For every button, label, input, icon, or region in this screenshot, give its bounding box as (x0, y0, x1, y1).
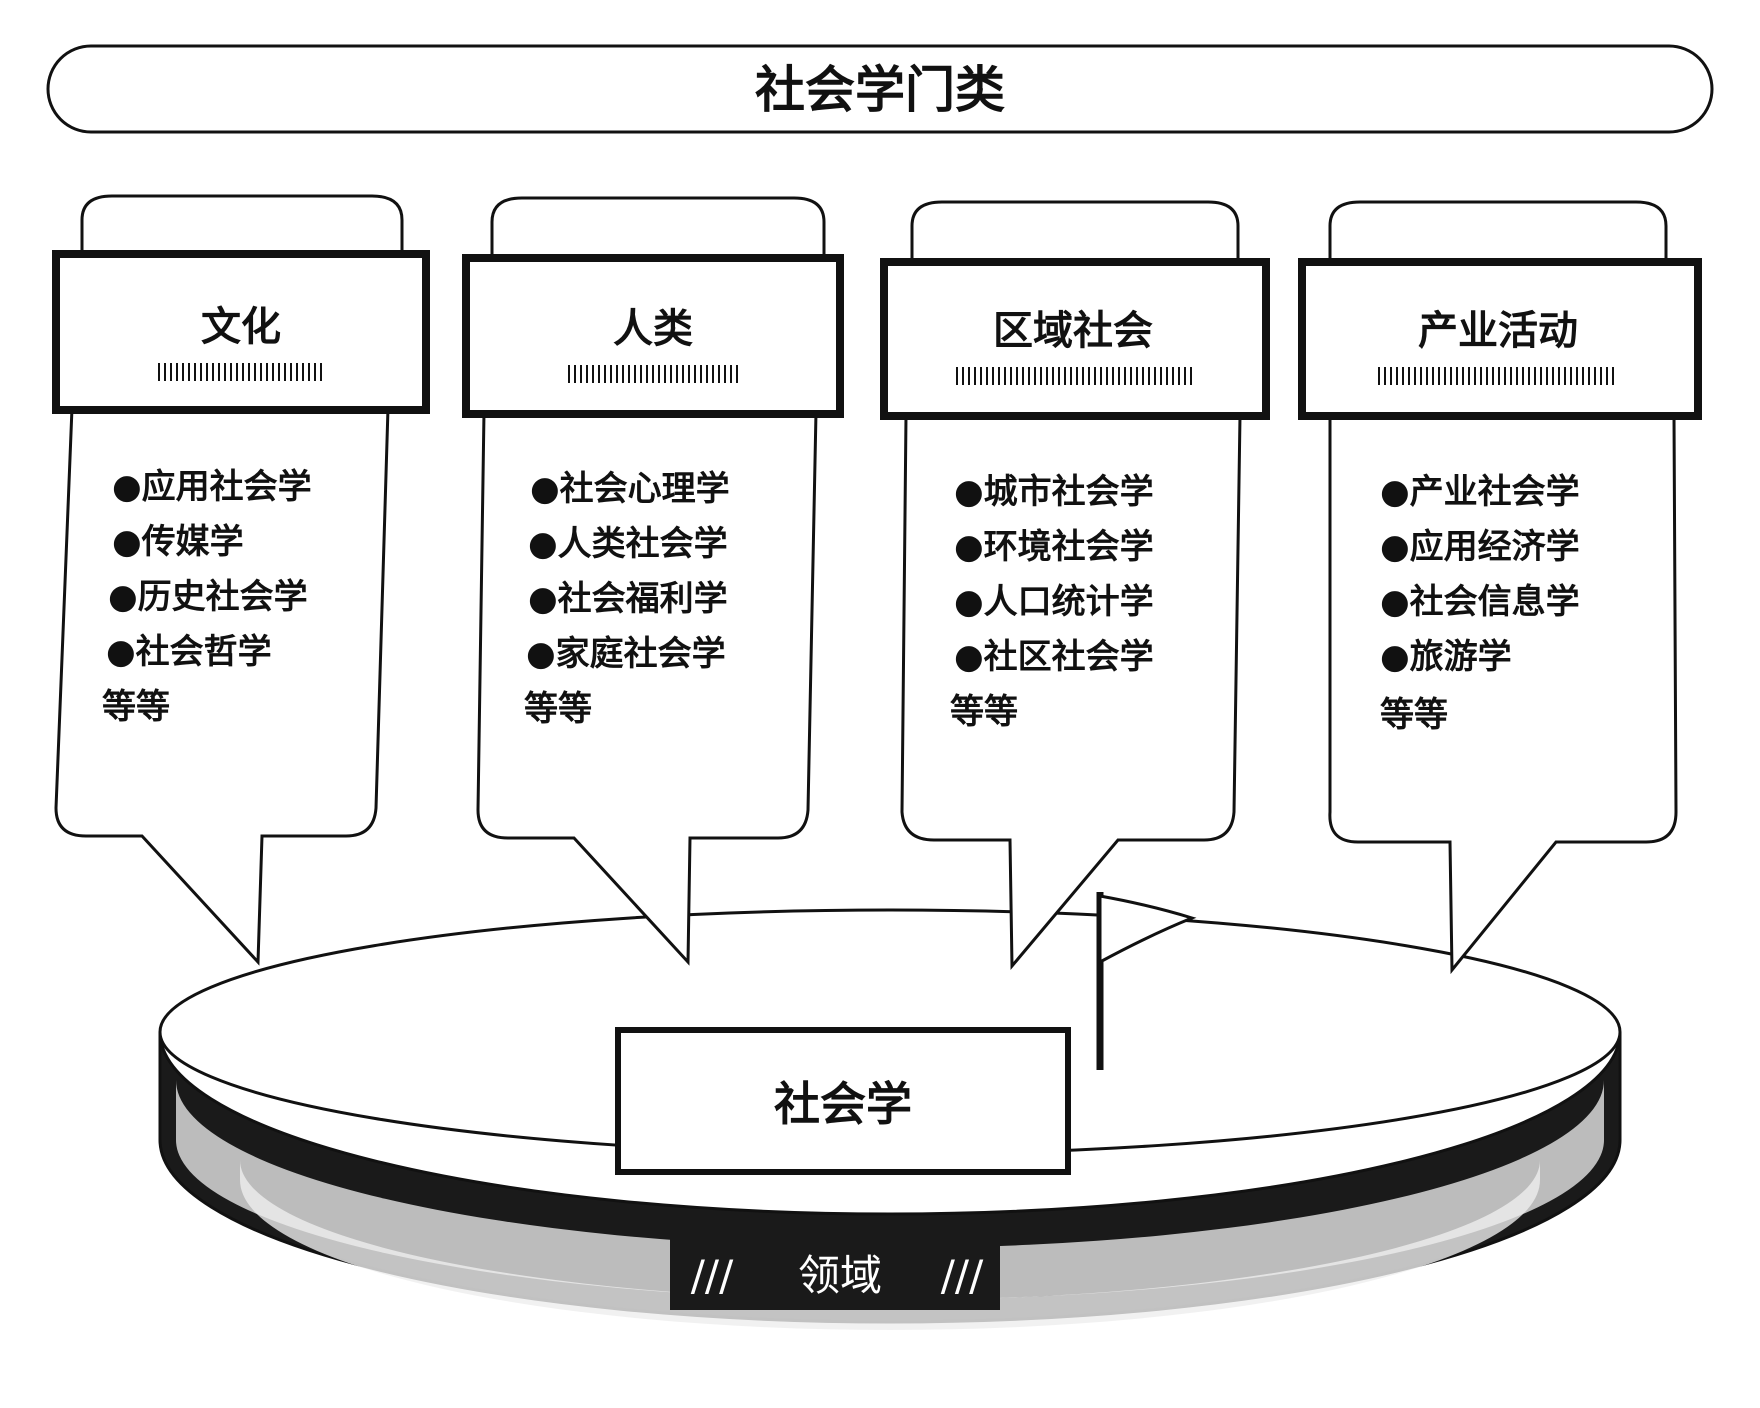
category-item: ●历史社会学 (108, 577, 308, 617)
speech-bubble (54, 406, 390, 966)
flag-icon (1096, 892, 1197, 1070)
category-etc: 等等 (102, 687, 170, 727)
title-pill (46, 44, 1714, 134)
category-header: 人类 (613, 306, 693, 352)
category-card-regional-society: 区域社会 ●城市社会学 ●环境社会学 ●人口统计学 ●社区社会学 等等 (880, 200, 1270, 971)
category-item: ●旅游学 (1380, 637, 1512, 677)
category-item: ●社会福利学 (528, 579, 728, 619)
base-label-box (615, 1027, 1071, 1175)
band-label-group: /// 领域 /// (670, 1236, 1000, 1310)
category-item: ●应用经济学 (1380, 527, 1580, 567)
category-item: ●社会信息学 (1380, 582, 1580, 622)
card-tab (490, 196, 826, 258)
category-item: ●社会心理学 (530, 469, 730, 509)
category-item: ●家庭社会学 (526, 634, 726, 674)
category-card-culture: 文化 ●应用社会学 ●传媒学 ●历史社会学 ●社会哲学 等等 (52, 194, 430, 966)
category-item: ●传媒学 (112, 522, 244, 562)
category-item: ●环境社会学 (954, 527, 1154, 567)
band-label-bg (670, 1236, 1000, 1310)
category-header: 区域社会 (993, 308, 1153, 354)
category-etc: 等等 (1380, 695, 1448, 735)
category-item: ●产业社会学 (1380, 472, 1580, 512)
category-etc: 等等 (950, 692, 1018, 732)
category-card-humanity: 人类 ●社会心理学 ●人类社会学 ●社会福利学 ●家庭社会学 等等 (462, 196, 844, 966)
card-tab (80, 194, 404, 254)
band-label: 领域 (798, 1251, 882, 1300)
category-etc: 等等 (524, 689, 592, 729)
category-header-box (880, 258, 1270, 420)
card-tab (1328, 200, 1668, 262)
category-header: 文化 (201, 304, 281, 350)
card-tab (910, 200, 1240, 262)
category-item: ●人口统计学 (954, 582, 1154, 622)
category-header-box (52, 250, 430, 414)
category-item: ●社会哲学 (106, 632, 272, 672)
platform-side-shade-2 (240, 1160, 1540, 1330)
band-marks-left: /// (691, 1251, 734, 1300)
speech-bubble (1328, 414, 1678, 975)
band-marks-right: /// (941, 1251, 984, 1300)
category-item: ●人类社会学 (528, 524, 728, 564)
speech-bubble (900, 414, 1242, 971)
category-header-box (1298, 258, 1702, 420)
category-item: ●城市社会学 (954, 472, 1154, 512)
category-header-box (462, 254, 844, 418)
category-item: ●应用社会学 (112, 467, 312, 507)
category-header: 产业活动 (1418, 308, 1578, 354)
speech-bubble (476, 410, 818, 966)
category-item: ●社区社会学 (954, 637, 1154, 677)
base-label: 社会学 (774, 1077, 912, 1131)
diagram-title: 社会学门类 (755, 61, 1005, 119)
category-card-industrial-activity: 产业活动 ●产业社会学 ●应用经济学 ●社会信息学 ●旅游学 等等 (1298, 200, 1702, 975)
platform-side-shade (176, 1080, 1604, 1300)
